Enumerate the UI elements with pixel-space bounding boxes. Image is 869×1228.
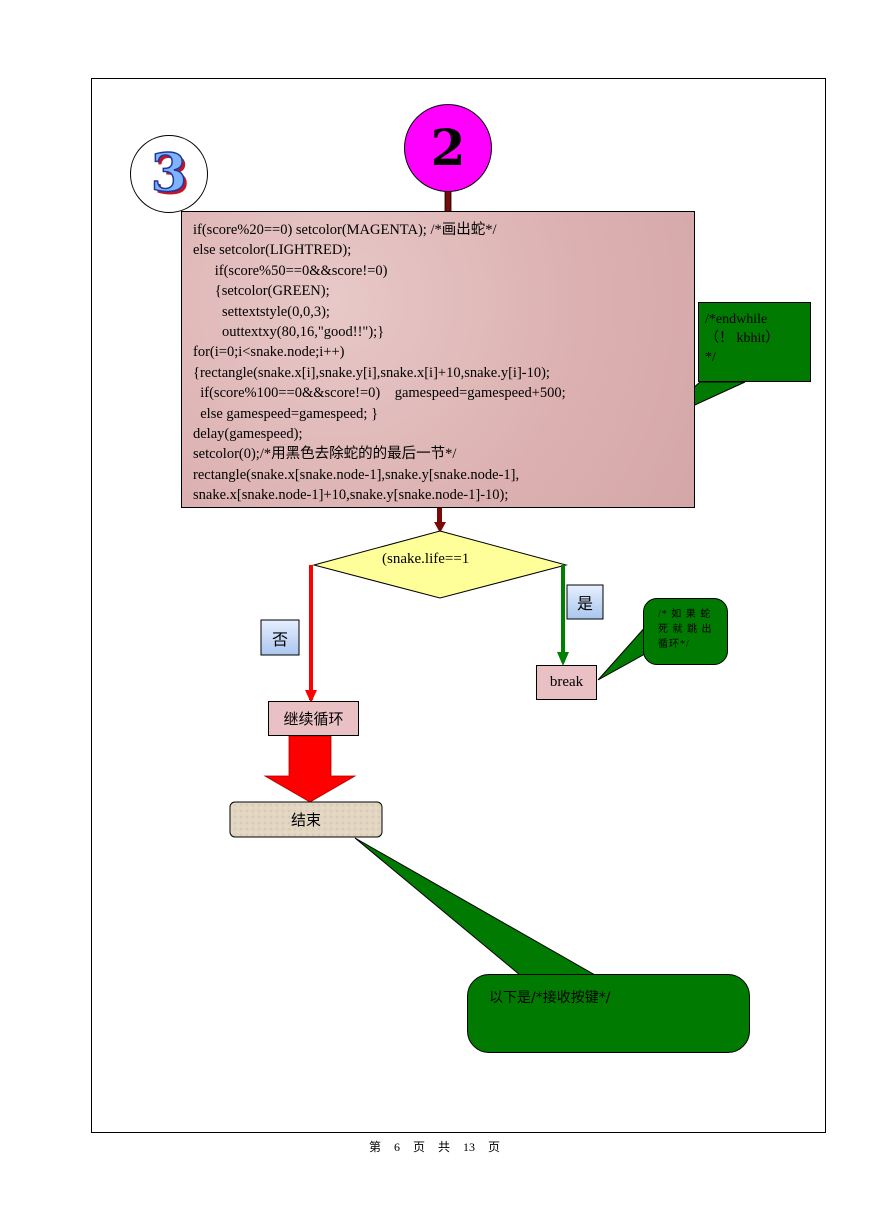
yes-label-box bbox=[566, 584, 604, 620]
big-red-arrow bbox=[263, 735, 357, 803]
code-line: {rectangle(snake.x[i],snake.y[i],snake.x… bbox=[193, 364, 550, 381]
code-line: for(i=0;i<snake.node;i++) bbox=[193, 344, 345, 361]
page-footer: 第 6 页 共 13 页 bbox=[0, 1138, 869, 1155]
arrow-to-decision-shaft bbox=[437, 508, 442, 526]
footer-suffix: 页 bbox=[488, 1140, 501, 1154]
arrow-to-decision-head bbox=[434, 522, 446, 533]
end-node-bg bbox=[229, 801, 383, 838]
code-block: if(score%20==0) setcolor(MAGENTA); /*画出蛇… bbox=[181, 211, 695, 508]
end-node: 结束 bbox=[290, 813, 321, 829]
note-next-section-tail bbox=[354, 837, 597, 976]
code-line: {setcolor(GREEN); bbox=[193, 283, 330, 300]
decision-diamond bbox=[312, 530, 568, 599]
code-line: else setcolor(LIGHTRED); bbox=[193, 242, 352, 259]
code-line: settextstyle(0,0,3); bbox=[193, 303, 330, 320]
note-snake-dead: /* 如 果 蛇 死 就 跳 出 循环*/ bbox=[643, 598, 728, 665]
no-branch-arrowhead bbox=[305, 690, 317, 703]
no-label-box bbox=[260, 619, 300, 656]
break-node: break bbox=[536, 665, 597, 700]
yes-branch-arrowhead bbox=[557, 652, 569, 666]
yes-branch-label: 是 bbox=[576, 596, 593, 613]
page-frame bbox=[91, 78, 826, 1133]
code-line: setcolor(0);/*用黑色去除蛇的的最后一节*/ bbox=[193, 446, 457, 463]
continue-loop-node: 继续循环 bbox=[268, 701, 359, 736]
decision-condition: (snake.life==1 bbox=[382, 551, 470, 567]
code-line: else gamespeed=gamespeed; } bbox=[193, 405, 379, 422]
footer-total-pages: 13 bbox=[463, 1140, 476, 1154]
code-line: rectangle(snake.x[snake.node-1],snake.y[… bbox=[193, 466, 520, 483]
connector-top bbox=[444, 190, 452, 213]
footer-total-word: 共 bbox=[438, 1140, 451, 1154]
no-branch-label: 否 bbox=[271, 631, 288, 649]
step-badge-3: 3 bbox=[130, 135, 208, 213]
connector-badge-2: 2 bbox=[404, 104, 492, 192]
code-line: if(score%100==0&&score!=0) gamespeed=gam… bbox=[193, 385, 566, 402]
note-next-section: 以下是/*接收按键*/ bbox=[467, 974, 750, 1053]
connector-number-2: 2 bbox=[430, 118, 466, 177]
footer-prefix: 第 bbox=[368, 1140, 381, 1154]
footer-page-word: 页 bbox=[412, 1140, 425, 1154]
code-line: if(score%50==0&&score!=0) bbox=[193, 262, 388, 279]
footer-page-number: 6 bbox=[393, 1140, 400, 1154]
code-line: snake.x[snake.node-1]+10,snake.y[snake.n… bbox=[193, 487, 509, 504]
code-line: if(score%20==0) setcolor(MAGENTA); /*画出蛇… bbox=[193, 222, 497, 238]
code-line: outtextxy(80,16,"good!!");} bbox=[193, 324, 385, 341]
note-endwhile: /*endwhile （！ kbhit） */ bbox=[698, 302, 811, 382]
code-line: delay(gamespeed); bbox=[193, 426, 303, 443]
step-number-3: 3 bbox=[150, 143, 188, 204]
